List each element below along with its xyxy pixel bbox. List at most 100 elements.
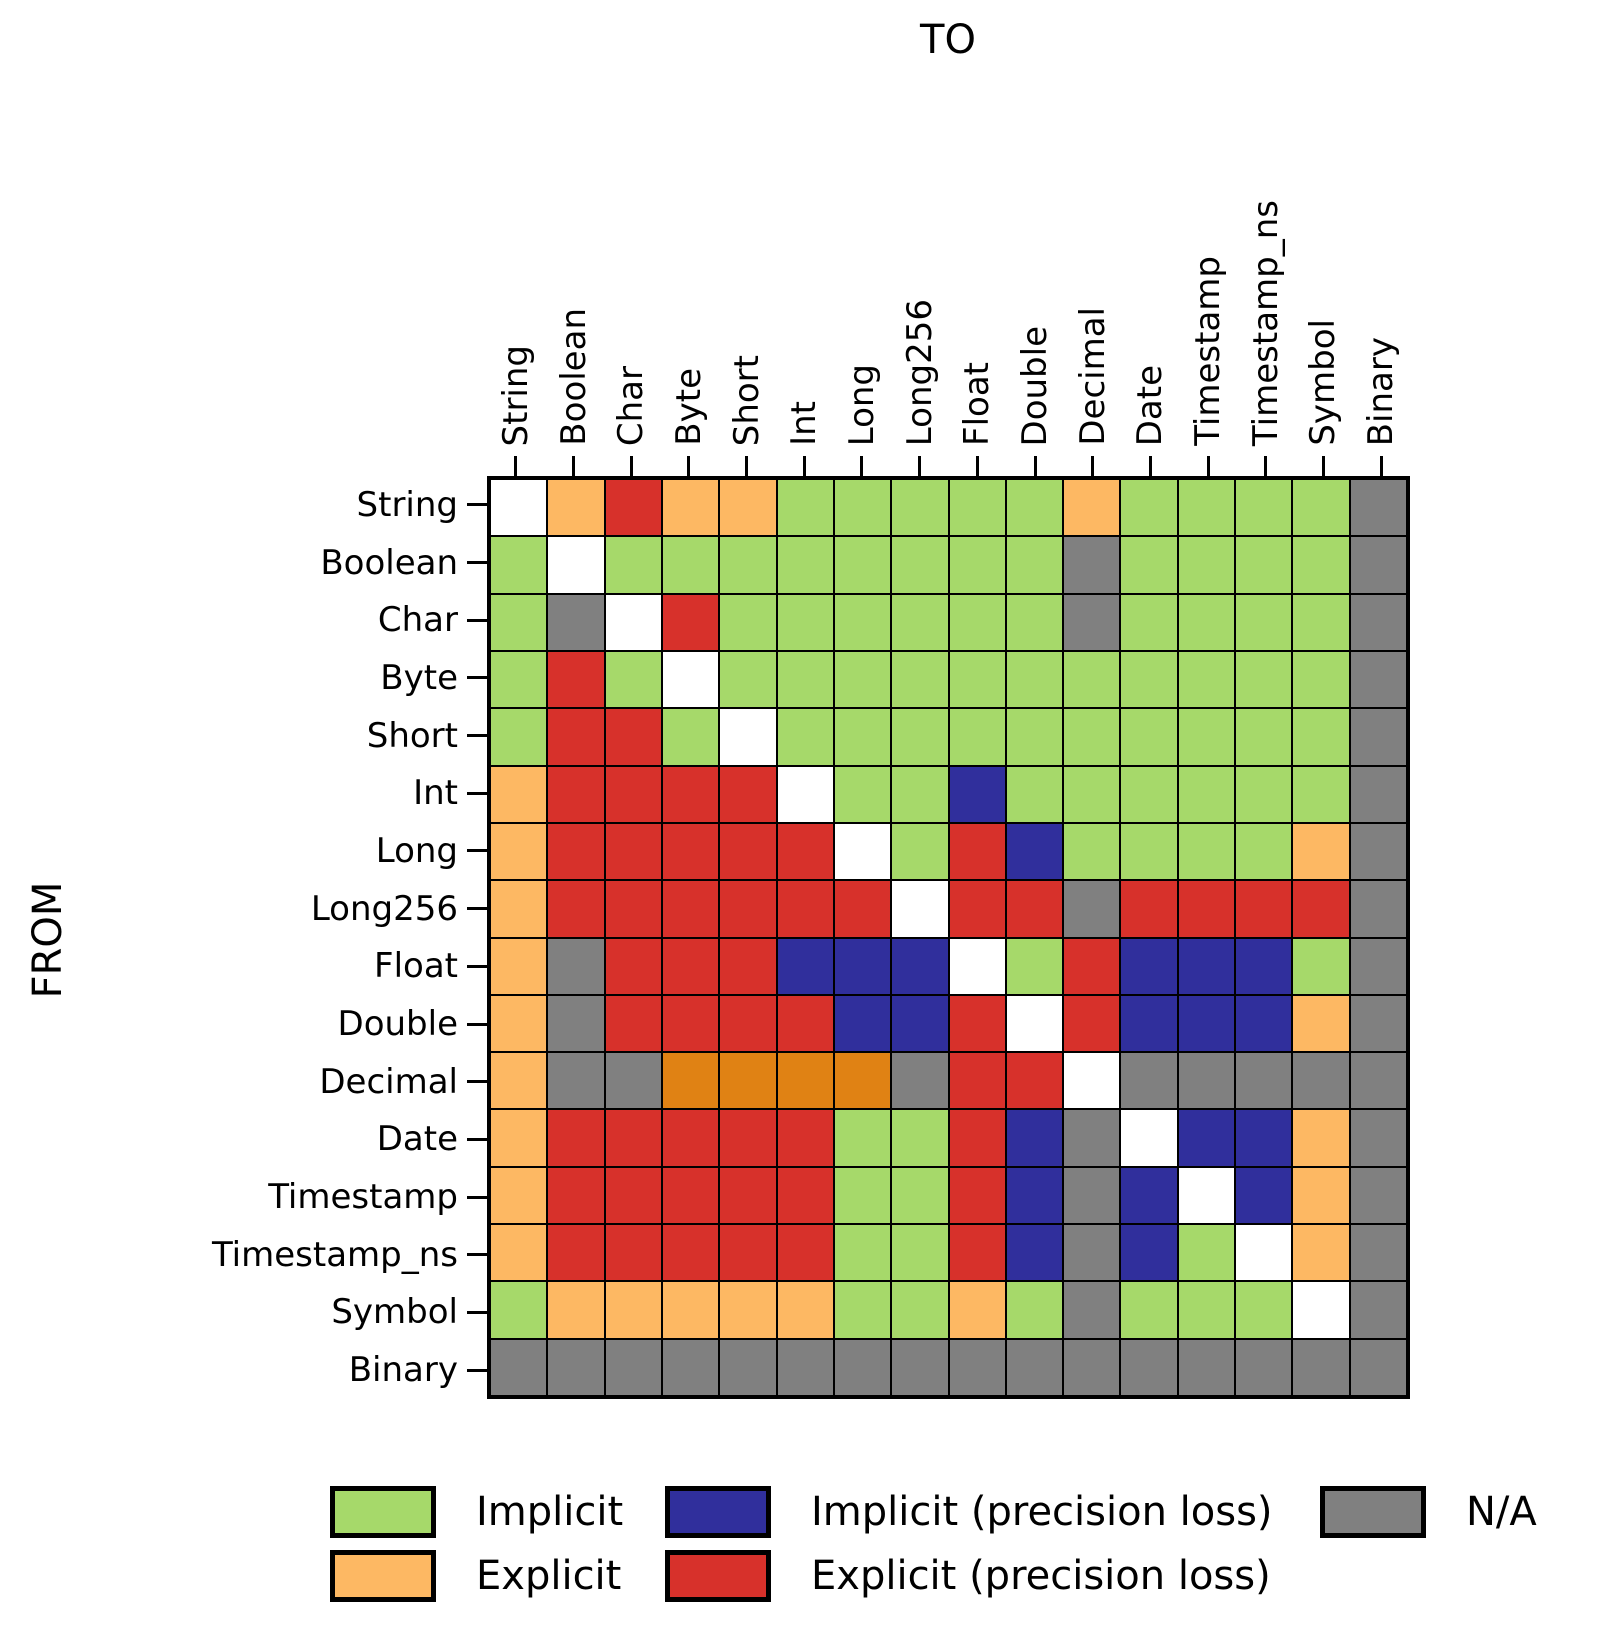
legend-item-R: Explicit (precision loss) — [665, 1550, 1271, 1602]
legend-label: Implicit (precision loss) — [811, 1489, 1273, 1535]
col-label-Float: Float — [957, 362, 998, 446]
legend-item-O: Explicit — [330, 1550, 621, 1602]
y-tick — [467, 561, 487, 565]
matrix-cell-Long-to-Boolean — [547, 822, 605, 881]
matrix-cell-Timestamp_ns-to-Timestamp — [1177, 1224, 1236, 1282]
matrix-cell-Date-to-String — [490, 1109, 548, 1167]
matrix-cell-Short-to-Int — [776, 708, 834, 766]
matrix-cell-Symbol-to-String — [490, 1281, 548, 1339]
matrix-cell-Double-to-Long — [833, 994, 892, 1053]
matrix-cell-Int-to-Short — [719, 765, 777, 823]
matrix-cell-Short-to-Char — [604, 708, 662, 766]
matrix-cell-Timestamp_ns-to-Int — [776, 1224, 834, 1282]
y-tick — [467, 1368, 487, 1372]
matrix-cell-Int-to-Char — [604, 765, 662, 823]
matrix-cell-Boolean-to-Long256 — [891, 536, 949, 594]
matrix-cell-Char-to-Long256 — [891, 593, 949, 651]
matrix-cell-Float-to-String — [490, 937, 548, 995]
matrix-cell-Timestamp-to-Float — [948, 1166, 1006, 1225]
matrix-cell-Short-to-Timestamp_ns — [1235, 708, 1293, 766]
x-axis-title: TO — [920, 17, 976, 63]
matrix-cell-Long256-to-Symbol — [1292, 880, 1350, 938]
matrix-cell-Float-to-Timestamp_ns — [1235, 937, 1293, 995]
matrix-cell-Timestamp-to-String — [490, 1166, 548, 1225]
matrix-cell-String-to-Float — [948, 479, 1006, 537]
matrix-cell-Double-to-Decimal — [1063, 994, 1121, 1053]
matrix-cell-Symbol-to-Symbol — [1292, 1281, 1350, 1339]
matrix-cell-Double-to-Char — [604, 994, 662, 1053]
x-tick — [572, 456, 576, 476]
matrix-cell-Short-to-Byte — [661, 708, 720, 766]
y-tick — [467, 964, 487, 968]
row-label-Double: Double — [337, 1004, 458, 1045]
x-tick — [1206, 456, 1210, 476]
row-label-Int: Int — [413, 773, 458, 814]
matrix-cell-Timestamp-to-Long — [833, 1166, 892, 1225]
y-tick — [467, 907, 487, 911]
matrix-cell-Float-to-Boolean — [547, 937, 605, 995]
matrix-cell-Timestamp_ns-to-String — [490, 1224, 548, 1282]
legend-label: Explicit — [476, 1553, 622, 1599]
matrix-cell-Timestamp_ns-to-Long256 — [891, 1224, 949, 1282]
matrix-cell-Double-to-Double — [1005, 994, 1064, 1053]
matrix-cell-Short-to-Float — [948, 708, 1006, 766]
heatmap-grid — [487, 476, 1410, 1399]
matrix-cell-Int-to-Timestamp — [1177, 765, 1236, 823]
matrix-cell-Boolean-to-Float — [948, 536, 1006, 594]
y-tick — [467, 618, 487, 622]
matrix-cell-Decimal-to-Timestamp_ns — [1235, 1052, 1293, 1110]
matrix-cell-Date-to-Long — [833, 1109, 892, 1167]
matrix-cell-Boolean-to-Decimal — [1063, 536, 1121, 594]
matrix-cell-Decimal-to-String — [490, 1052, 548, 1110]
matrix-cell-Char-to-Char — [604, 593, 662, 651]
matrix-cell-Byte-to-Timestamp_ns — [1235, 650, 1293, 709]
matrix-cell-Symbol-to-Double — [1005, 1281, 1064, 1339]
matrix-cell-Date-to-Symbol — [1292, 1109, 1350, 1167]
matrix-cell-Byte-to-Long256 — [891, 650, 949, 709]
matrix-cell-Long-to-Float — [948, 822, 1006, 881]
matrix-cell-Char-to-Timestamp — [1177, 593, 1236, 651]
matrix-cell-Float-to-Decimal — [1063, 937, 1121, 995]
matrix-cell-Long256-to-Float — [948, 880, 1006, 938]
matrix-cell-Byte-to-Float — [948, 650, 1006, 709]
matrix-cell-Symbol-to-Short — [719, 1281, 777, 1339]
legend-swatch-R — [665, 1550, 771, 1602]
matrix-cell-Timestamp-to-Double — [1005, 1166, 1064, 1225]
matrix-cell-Boolean-to-Int — [776, 536, 834, 594]
matrix-cell-Double-to-Timestamp — [1177, 994, 1236, 1053]
x-tick — [1091, 456, 1095, 476]
matrix-cell-Boolean-to-Long — [833, 536, 892, 594]
matrix-cell-String-to-Boolean — [547, 479, 605, 537]
row-label-Long: Long — [375, 830, 458, 871]
matrix-cell-String-to-Short — [719, 479, 777, 537]
x-tick — [687, 456, 691, 476]
row-label-Binary: Binary — [348, 1350, 458, 1391]
matrix-cell-Decimal-to-Date — [1120, 1052, 1178, 1110]
legend-swatch-N — [1320, 1486, 1426, 1538]
matrix-cell-Binary-to-Char — [604, 1338, 662, 1396]
matrix-cell-Long256-to-Int — [776, 880, 834, 938]
matrix-cell-Long-to-Long256 — [891, 822, 949, 881]
matrix-cell-Decimal-to-Binary — [1349, 1052, 1407, 1110]
matrix-cell-Binary-to-Timestamp — [1177, 1338, 1236, 1396]
matrix-cell-Date-to-Timestamp_ns — [1235, 1109, 1293, 1167]
matrix-cell-Short-to-Decimal — [1063, 708, 1121, 766]
matrix-cell-String-to-Symbol — [1292, 479, 1350, 537]
matrix-cell-Double-to-Byte — [661, 994, 720, 1053]
matrix-cell-Float-to-Byte — [661, 937, 720, 995]
matrix-cell-Char-to-Short — [719, 593, 777, 651]
matrix-cell-Double-to-Binary — [1349, 994, 1407, 1053]
matrix-cell-Float-to-Int — [776, 937, 834, 995]
row-label-Float: Float — [374, 946, 458, 987]
y-tick — [467, 1137, 487, 1141]
y-tick — [467, 676, 487, 680]
matrix-cell-Long256-to-Long256 — [891, 880, 949, 938]
matrix-cell-Date-to-Float — [948, 1109, 1006, 1167]
row-label-Byte: Byte — [380, 657, 458, 698]
matrix-cell-Date-to-Byte — [661, 1109, 720, 1167]
x-tick — [802, 456, 806, 476]
row-label-Long256: Long256 — [310, 888, 458, 929]
legend-label: Implicit — [476, 1489, 624, 1535]
matrix-cell-Boolean-to-Timestamp — [1177, 536, 1236, 594]
matrix-cell-Date-to-Date — [1120, 1109, 1178, 1167]
